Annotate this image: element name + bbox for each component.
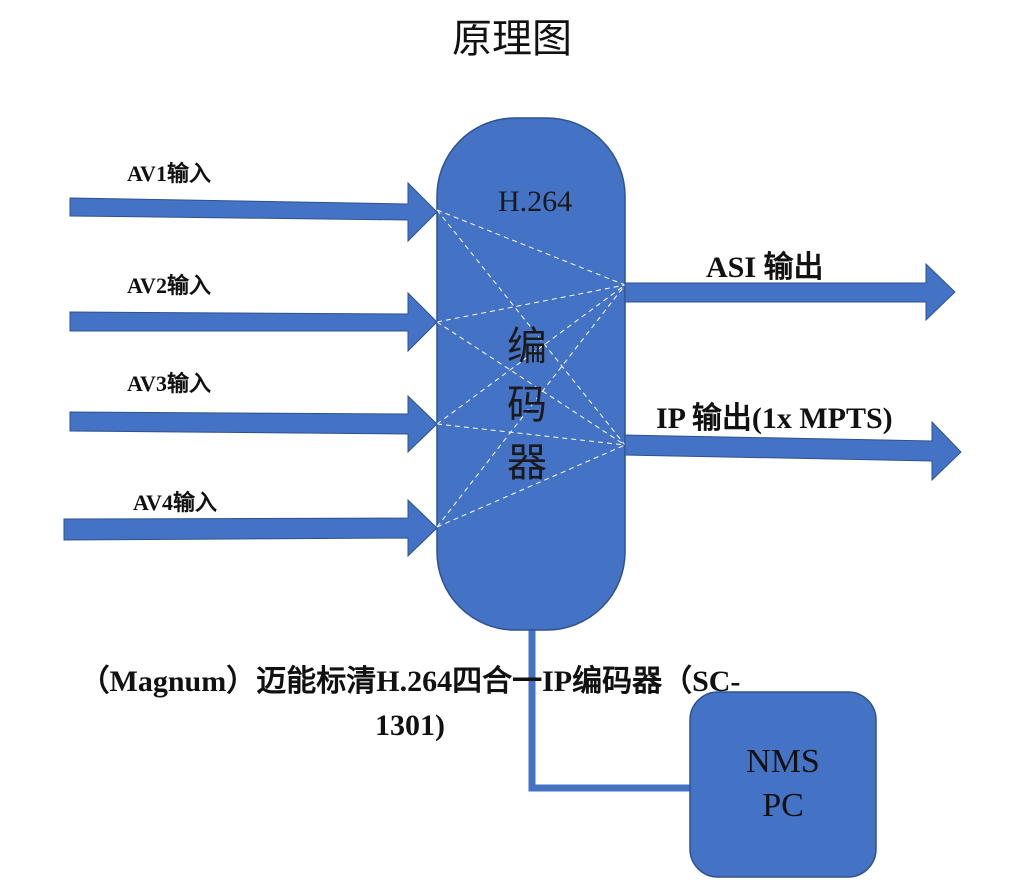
output-arrow-ip (624, 420, 962, 482)
input-label-av2: AV2输入 (127, 273, 211, 298)
output-arrow-asi (624, 262, 956, 322)
output-label-asi: ASI 输出 (706, 251, 824, 284)
encoder-codec-label: H.264 (498, 185, 573, 218)
input-arrow-av2 (69, 291, 438, 353)
nms-pc-label: NMS PC (690, 740, 876, 828)
input-arrow-av3 (69, 394, 438, 454)
input-arrow-av4 (63, 498, 438, 558)
encoder-block (436, 117, 626, 631)
device-caption: （Magnum）迈能标清H.264四合一IP编码器（SC-1301) (79, 665, 741, 742)
input-label-av1: AV1输入 (127, 161, 211, 186)
output-label-ip: IP 输出(1x MPTS) (656, 402, 893, 435)
nms-pc-line2: PC (762, 787, 804, 824)
input-arrow-av1 (69, 181, 438, 243)
encoder-nms-connector (528, 628, 692, 792)
diagram-title: 原理图 (452, 16, 572, 62)
nms-pc-line1: NMS (746, 743, 820, 780)
input-label-av3: AV3输入 (127, 371, 211, 396)
encoder-internal-lines (436, 209, 626, 528)
nms-pc-box (689, 691, 877, 878)
input-label-av4: AV4输入 (133, 490, 217, 515)
encoder-name-label: 编码器 (507, 324, 547, 486)
